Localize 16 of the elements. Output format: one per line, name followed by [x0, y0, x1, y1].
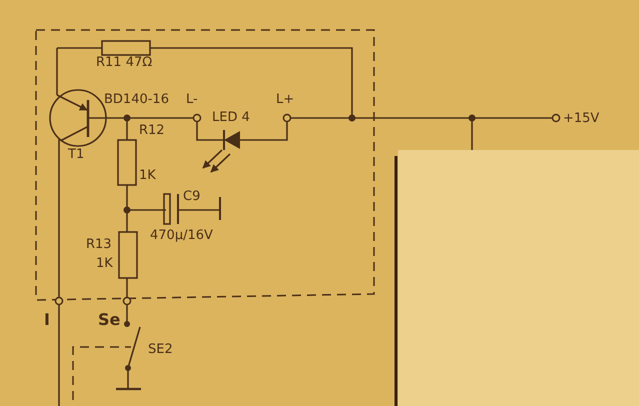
value-label: 1K — [139, 168, 156, 183]
component-label: SE2 — [148, 342, 173, 357]
component-label: R13 — [86, 237, 112, 252]
voltage-label: +15V — [563, 111, 600, 126]
component-label: R12 — [139, 123, 165, 138]
terminal-label: L+ — [276, 92, 294, 107]
component-label: C9 — [183, 189, 200, 204]
terminal-label: I — [44, 312, 50, 327]
component-label: T1 — [68, 147, 84, 162]
part-number: BD140-16 — [104, 92, 169, 107]
component-label: LED 4 — [212, 110, 250, 125]
terminal-label: L- — [186, 92, 198, 107]
value-label: 470µ/16V — [150, 228, 213, 243]
terminal-label: Se — [98, 312, 120, 327]
value-label: 1K — [96, 256, 113, 271]
component-label: R11 47Ω — [96, 55, 152, 70]
